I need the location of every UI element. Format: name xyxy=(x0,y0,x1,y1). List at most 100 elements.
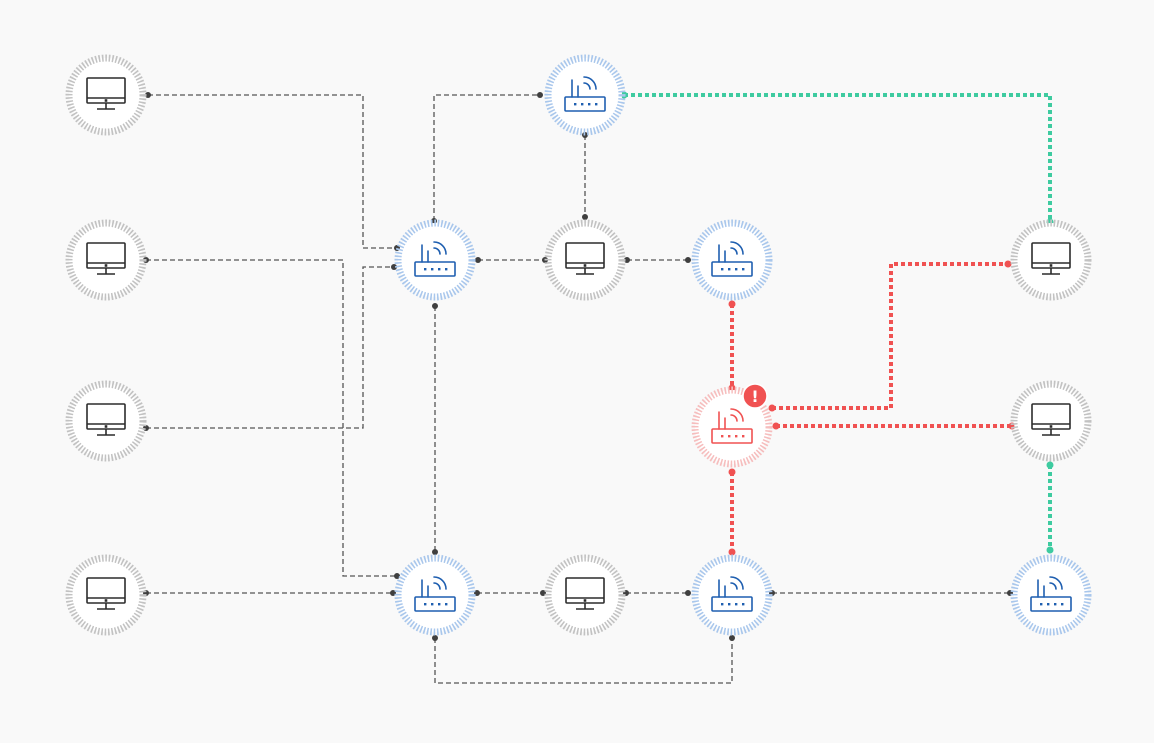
router-node-router-fault[interactable] xyxy=(691,386,773,468)
link-endpoint-dot xyxy=(728,300,736,308)
node-ring xyxy=(544,219,626,301)
wifi-router-icon xyxy=(711,241,753,277)
link-endpoint-dot xyxy=(475,257,481,263)
link-endpoint-dot xyxy=(685,590,691,596)
nodes-layer xyxy=(65,54,1092,636)
fault-link-line xyxy=(772,262,1008,410)
computer-node-pc-4[interactable] xyxy=(65,554,147,636)
node-ring xyxy=(394,219,476,301)
node-ring xyxy=(691,386,773,468)
router-node-router-center[interactable] xyxy=(394,219,476,301)
link-endpoint-dot xyxy=(432,549,438,555)
node-ring xyxy=(65,54,147,136)
link-pc-bottom-to-router-bottom-mid[interactable] xyxy=(623,590,691,596)
link-endpoint-dot xyxy=(394,573,400,579)
computer-node-pc-2[interactable] xyxy=(65,219,147,301)
link-router-bottom-mid-to-router-bottom-right[interactable] xyxy=(769,590,1013,596)
wifi-router-icon xyxy=(1030,576,1072,612)
link-endpoint-dot xyxy=(540,590,546,596)
link-pc-2-to-router-bottom-left[interactable] xyxy=(143,257,400,579)
router-node-router-bottom-mid[interactable] xyxy=(691,554,773,636)
links-layer xyxy=(143,91,1054,684)
node-ring xyxy=(65,554,147,636)
node-ring xyxy=(65,219,147,301)
wifi-router-icon xyxy=(564,76,606,112)
link-router-center-to-router-top[interactable] xyxy=(431,92,543,224)
node-ring xyxy=(1010,219,1092,301)
computer-node-pc-center[interactable] xyxy=(544,219,626,301)
link-endpoint-dot xyxy=(1004,260,1012,268)
alert-layer: ! xyxy=(742,383,768,409)
alert-icon xyxy=(742,383,768,409)
computer-node-pc-1[interactable] xyxy=(65,54,147,136)
wifi-router-icon xyxy=(711,408,753,444)
wifi-router-icon xyxy=(414,576,456,612)
link-endpoint-dot xyxy=(728,548,736,556)
desktop-monitor-icon xyxy=(565,577,605,610)
router-node-router-top[interactable] xyxy=(544,54,626,136)
alert-badge[interactable]: ! xyxy=(742,383,768,409)
link-router-center-to-router-bottom-left[interactable] xyxy=(432,303,438,555)
node-ring xyxy=(544,554,626,636)
link-endpoint-dot xyxy=(1046,546,1054,554)
link-router-top-to-pc-right-1[interactable] xyxy=(620,91,1054,226)
node-ring xyxy=(1010,554,1092,636)
link-endpoint-dot xyxy=(728,468,736,476)
link-router-center-to-pc-center[interactable] xyxy=(475,257,548,263)
wifi-router-icon xyxy=(414,241,456,277)
computer-node-pc-right-1[interactable] xyxy=(1010,219,1092,301)
node-ring xyxy=(394,554,476,636)
link-endpoint-dot xyxy=(391,264,397,270)
node-ring xyxy=(691,219,773,301)
link-endpoint-dot xyxy=(624,257,630,263)
alert-symbol: ! xyxy=(751,387,758,406)
node-ring xyxy=(65,380,147,462)
link-endpoint-dot xyxy=(145,92,151,98)
desktop-monitor-icon xyxy=(86,577,126,610)
router-node-router-bottom-right[interactable] xyxy=(1010,554,1092,636)
node-ring xyxy=(544,54,626,136)
desktop-monitor-icon xyxy=(86,77,126,110)
desktop-monitor-icon xyxy=(1031,403,1071,436)
link-pc-4-to-router-bottom-left[interactable] xyxy=(143,590,396,596)
computer-node-pc-right-2[interactable] xyxy=(1010,380,1092,462)
link-router-mid-to-router-fault[interactable] xyxy=(728,300,736,392)
link-endpoint-dot xyxy=(1046,461,1054,469)
node-ring xyxy=(1010,380,1092,462)
link-pc-3-to-router-center[interactable] xyxy=(143,264,397,431)
link-endpoint-dot xyxy=(729,635,735,641)
router-node-router-bottom-left[interactable] xyxy=(394,554,476,636)
link-router-bottom-left-to-router-bottom-mid[interactable] xyxy=(432,635,735,684)
desktop-monitor-icon xyxy=(1031,242,1071,275)
link-endpoint-dot xyxy=(772,422,780,430)
link-line xyxy=(146,266,394,429)
link-router-bottom-left-to-pc-bottom[interactable] xyxy=(474,590,546,596)
link-line xyxy=(146,259,397,577)
link-router-fault-to-pc-right-2[interactable] xyxy=(772,422,1016,430)
link-endpoint-dot xyxy=(537,92,543,98)
healthy-link-line xyxy=(624,93,1052,222)
computer-node-pc-bottom[interactable] xyxy=(544,554,626,636)
link-pc-center-to-router-mid[interactable] xyxy=(624,257,691,263)
link-router-top-to-pc-center[interactable] xyxy=(582,132,588,220)
link-router-fault-to-router-bottom-mid[interactable] xyxy=(728,468,736,556)
wifi-router-icon xyxy=(711,576,753,612)
link-endpoint-dot xyxy=(432,635,438,641)
link-endpoint-dot xyxy=(685,257,691,263)
link-router-fault-to-pc-right-1[interactable] xyxy=(768,260,1012,412)
link-endpoint-dot xyxy=(432,303,438,309)
link-endpoint-dot xyxy=(390,590,396,596)
desktop-monitor-icon xyxy=(86,242,126,275)
link-pc-right-2-to-router-bottom-right[interactable] xyxy=(1046,461,1054,554)
desktop-monitor-icon xyxy=(565,242,605,275)
router-node-router-mid[interactable] xyxy=(691,219,773,301)
computer-node-pc-3[interactable] xyxy=(65,380,147,462)
link-endpoint-dot xyxy=(768,404,776,412)
link-line xyxy=(148,94,397,249)
link-line xyxy=(433,94,540,221)
link-pc-1-to-router-center[interactable] xyxy=(145,92,400,251)
link-line xyxy=(434,638,733,684)
link-endpoint-dot xyxy=(582,214,588,220)
desktop-monitor-icon xyxy=(86,403,126,436)
